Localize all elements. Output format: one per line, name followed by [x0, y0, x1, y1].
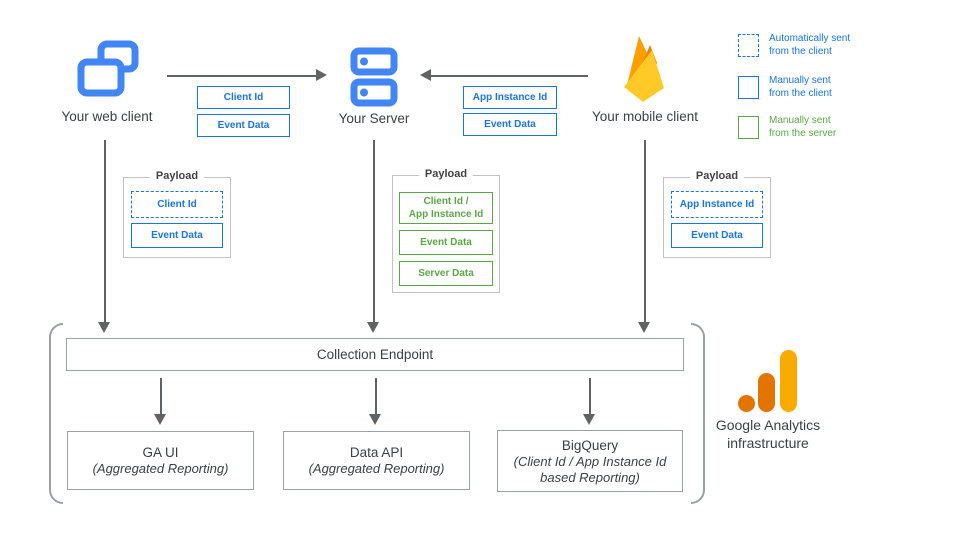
arrow-mobile-to-server-line: [431, 75, 588, 77]
arrow-web-to-server-line: [167, 75, 317, 77]
legend-swatch-manual-client: [738, 76, 759, 99]
arrow-web-to-endpoint-head: [98, 322, 110, 333]
payload-mobile: Payload App Instance Id Event Data: [663, 170, 771, 258]
payload-title: Payload: [689, 170, 745, 182]
web-client-icon: [77, 40, 139, 97]
tag-event-data: Event Data: [197, 114, 290, 137]
output-box-ga-ui: GA UI (Aggregated Reporting): [67, 431, 254, 490]
collection-endpoint-label: Collection Endpoint: [316, 347, 434, 362]
payload-title: Payload: [149, 170, 205, 182]
arrow-mobile-to-server-head: [420, 69, 431, 81]
payload-item: App Instance Id: [671, 191, 763, 218]
server-icon: [350, 47, 398, 107]
payload-web: Payload Client Id Event Data: [123, 170, 231, 258]
payload-item: Server Data: [399, 261, 493, 286]
output-title: GA UI: [142, 445, 179, 460]
output-subtitle: (Aggregated Reporting): [92, 461, 229, 476]
payload-item: Event Data: [131, 223, 223, 248]
output-box-bigquery: BigQuery (Client Id / App Instance Id ba…: [497, 430, 683, 492]
arrow-endpoint-to-bigquery-head: [583, 414, 595, 425]
legend-label: Manually sent from the client: [769, 75, 832, 99]
arrow-endpoint-to-gaui-line: [160, 378, 162, 415]
legend-swatch-manual-server: [738, 116, 759, 139]
tag-client-id: Client Id: [197, 86, 290, 109]
output-box-data-api: Data API (Aggregated Reporting): [283, 431, 470, 490]
web-client-label: Your web client: [61, 109, 153, 124]
arrow-mobile-to-endpoint-head: [638, 322, 650, 333]
payload-item: Client Id / App Instance Id: [399, 192, 493, 224]
payload-item: Client Id: [131, 191, 223, 218]
collection-endpoint-box: Collection Endpoint: [66, 338, 684, 371]
payload-item: Event Data: [399, 230, 493, 255]
arrow-endpoint-to-bigquery-line: [589, 378, 591, 415]
legend-swatch-auto-client: [738, 34, 759, 57]
server-label: Your Server: [338, 111, 410, 126]
legend-label: Manually sent from the server: [769, 115, 837, 139]
arrow-endpoint-to-dataapi-line: [375, 378, 377, 415]
firebase-icon: [624, 36, 664, 102]
mobile-client-label: Your mobile client: [591, 109, 699, 124]
arrow-server-to-endpoint-line: [373, 140, 375, 322]
infrastructure-bracket-left: [49, 323, 63, 504]
legend-label: Automatically sent from the client: [769, 33, 851, 57]
payload-server: Payload Client Id / App Instance Id Even…: [392, 168, 500, 293]
tag-event-data: Event Data: [463, 113, 557, 136]
output-title: BigQuery: [561, 437, 619, 453]
payload-title: Payload: [418, 168, 474, 180]
arrow-mobile-to-endpoint-line: [644, 140, 646, 322]
google-analytics-logo-icon: [738, 350, 797, 412]
payload-item: Event Data: [671, 223, 763, 248]
output-title: Data API: [349, 445, 404, 460]
tag-app-instance-id: App Instance Id: [463, 86, 557, 109]
infrastructure-bracket-right: [691, 323, 705, 504]
ga-infrastructure-caption: Google Analytics infrastructure: [715, 417, 821, 451]
output-subtitle: (Client Id / App Instance Id based Repor…: [513, 453, 667, 485]
arrow-web-to-endpoint-line: [104, 140, 106, 322]
output-subtitle: (Aggregated Reporting): [308, 461, 445, 476]
arrow-web-to-server-head: [316, 69, 327, 81]
arrow-server-to-endpoint-head: [367, 322, 379, 333]
arrow-endpoint-to-dataapi-head: [369, 414, 381, 425]
arrow-endpoint-to-gaui-head: [154, 414, 166, 425]
